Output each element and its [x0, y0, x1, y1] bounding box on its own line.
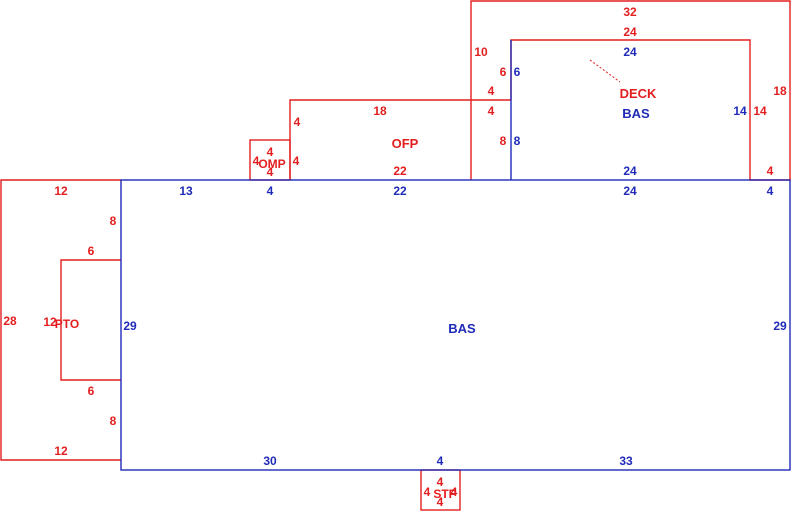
dim-deck-right: 18: [773, 84, 787, 98]
dim-pto-top: 12: [54, 184, 68, 198]
dim-bas-bottom-a: 30: [263, 454, 277, 468]
dim-bas-bottom-b: 4: [437, 454, 444, 468]
dim-omp-left: 4: [253, 154, 260, 168]
area-labels: BAS BAS DECK OFP OMP PTO STP: [55, 86, 657, 501]
pto-outline: [0, 179, 121, 461]
dim-ofp-bottom: 22: [393, 164, 407, 178]
dim-stp-bottom: 4: [437, 495, 444, 509]
dim-bas-top-a: 13: [179, 184, 193, 198]
dim-bas-upper-top: 24: [623, 45, 637, 59]
dim-stp-left: 4: [424, 485, 431, 499]
area-label-bas-upper: BAS: [622, 106, 650, 121]
dimension-labels-blue: 24 6 8 14 24 13 4 22 24 4 29 29 30 4 33: [123, 45, 787, 468]
dim-deck-top: 32: [623, 5, 637, 19]
area-label-stp: STP: [433, 487, 456, 501]
dim-ofp-step: 4: [488, 84, 495, 98]
area-label-ofp: OFP: [392, 136, 419, 151]
dim-omp-right: 4: [293, 154, 300, 168]
dim-ofp-left: 4: [294, 115, 301, 129]
dim-deck-left-upper: 10: [474, 45, 488, 59]
deck-leader-line: [589, 59, 621, 83]
dim-omp-bottom: 4: [267, 165, 274, 179]
dim-stp-top: 4: [437, 475, 444, 489]
dim-pto-inner-left: 12: [43, 315, 57, 329]
dim-omp-top: 4: [267, 145, 274, 159]
area-label-pto: PTO: [55, 317, 79, 331]
dim-pto-inner-top: 6: [88, 244, 95, 258]
dim-pto-lower-right: 8: [110, 414, 117, 428]
dim-pto-bottom: 12: [54, 444, 68, 458]
area-label-bas-main: BAS: [448, 321, 476, 336]
dim-bas-top-e: 4: [767, 184, 774, 198]
dim-bas-top-c: 22: [393, 184, 407, 198]
dim-pto-left: 28: [3, 314, 17, 328]
area-label-deck: DECK: [620, 86, 657, 101]
dimension-labels-red: 32 18 10 4 24 6 14 4 18 4 4 8 22 4 4 4 4…: [3, 5, 787, 509]
addition-outlines: [0, 0, 791, 511]
dim-bas-upper-right: 14: [733, 104, 747, 118]
dim-bas-top-d: 24: [623, 184, 637, 198]
dim-ofp-inner-step: 4: [488, 104, 495, 118]
dim-bas-left: 29: [123, 319, 137, 333]
dim-pto-inner-bottom: 6: [88, 384, 95, 398]
dim-bas-bottom-c: 33: [619, 454, 633, 468]
dim-deck-inner-right: 14: [753, 104, 767, 118]
dim-bas-right: 29: [773, 319, 787, 333]
dim-bas-upper-left: 6: [514, 65, 521, 79]
dim-ofp-right: 8: [500, 134, 507, 148]
dim-deck-bottom-right: 4: [767, 164, 774, 178]
living-outlines: [120, 40, 791, 471]
dim-stp-right: 4: [451, 485, 458, 499]
dim-deck-inner-top: 24: [623, 25, 637, 39]
dim-bas-upper-bottom: 24: [623, 164, 637, 178]
dim-bas-upper-lower-left: 8: [514, 134, 521, 148]
dim-deck-inner-left: 6: [500, 65, 507, 79]
dim-bas-top-b: 4: [267, 184, 274, 198]
bas-main-outline: [120, 179, 791, 471]
dim-ofp-top: 18: [373, 104, 387, 118]
dim-pto-upper-right: 8: [110, 214, 117, 228]
pto-inner-outline: [60, 259, 121, 381]
area-label-omp: OMP: [258, 157, 285, 171]
